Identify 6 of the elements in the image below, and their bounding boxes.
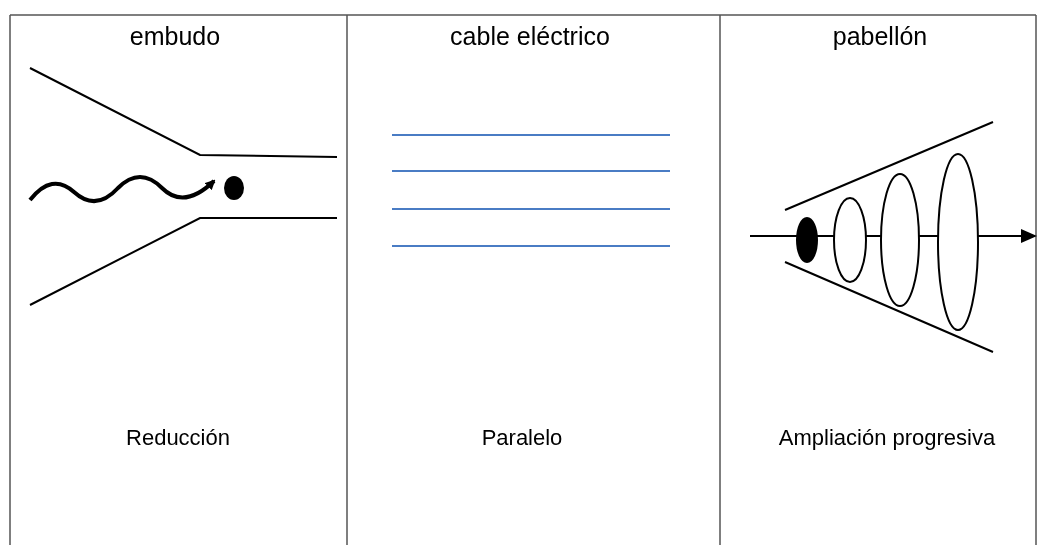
- description-text: Ampliación progresiva: [778, 425, 996, 451]
- description-text: Paralelo: [481, 425, 563, 451]
- column-title: cable eléctrico: [450, 22, 610, 51]
- column-title: pabellón: [832, 22, 928, 51]
- description-text: Reducción: [126, 425, 230, 451]
- column-title: embudo: [129, 22, 221, 51]
